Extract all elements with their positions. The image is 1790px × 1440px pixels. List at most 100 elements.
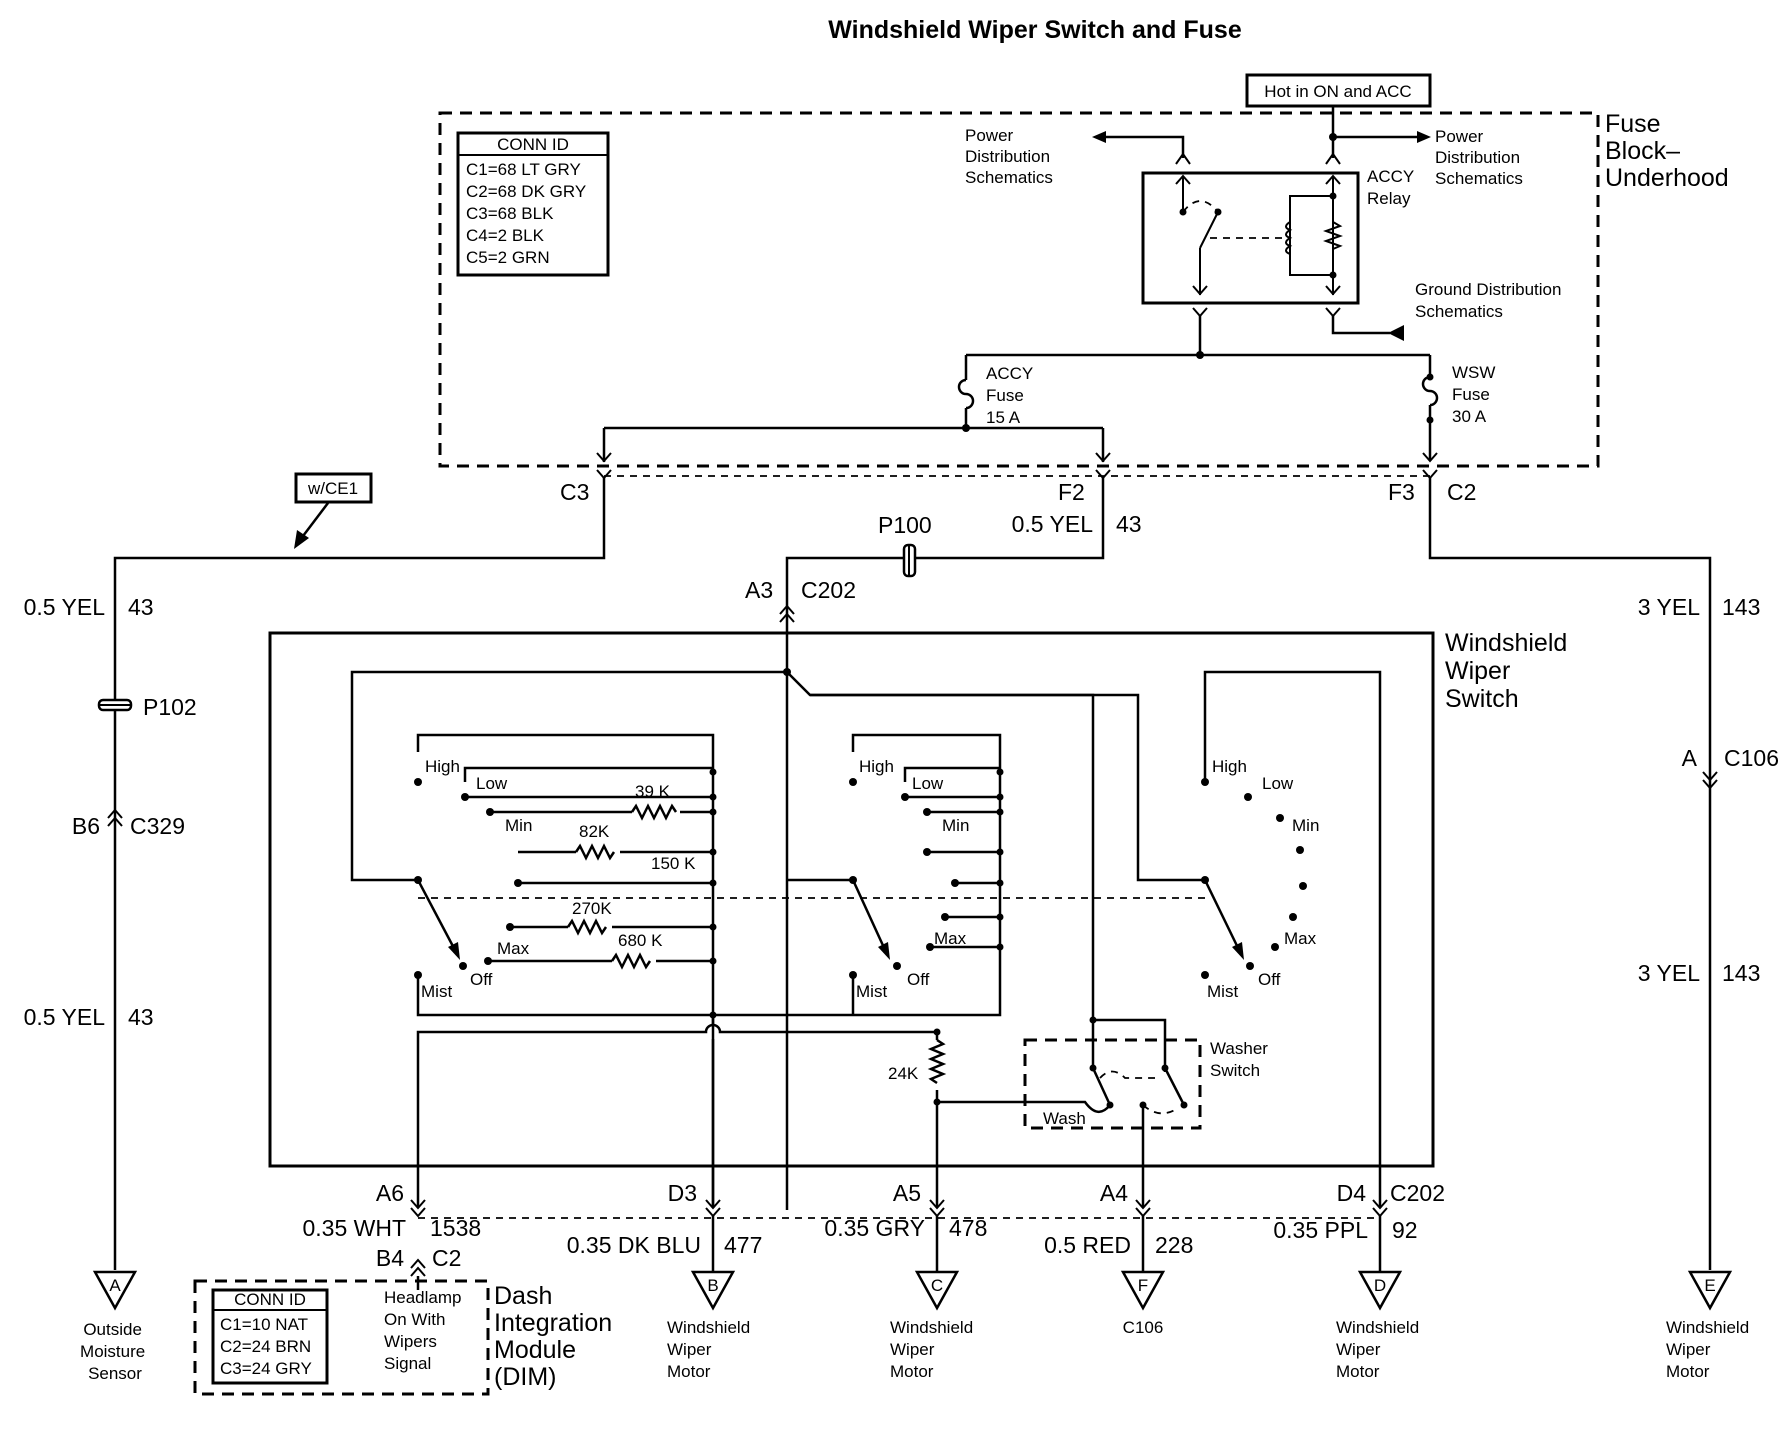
- washer-switch-label: Washer Switch: [1210, 1039, 1273, 1080]
- wire-gauge: 0.5 RED: [1044, 1232, 1131, 1258]
- connector-dim-c2: C2: [432, 1245, 461, 1271]
- fuse-block-conn-id-table: CONN ID C1=68 LT GRY C2=68 DK GRY C3=68 …: [456, 131, 610, 277]
- svg-text:C: C: [931, 1276, 943, 1295]
- f2-wire-gauge: 0.5 YEL: [1012, 511, 1094, 537]
- g2-max-label: Max: [934, 929, 967, 948]
- g1-high-label: High: [425, 757, 460, 776]
- dim-conn-line: C1=10 NAT: [220, 1315, 308, 1334]
- g2-low-label: Low: [912, 774, 944, 793]
- g2-off-label: Off: [907, 970, 930, 989]
- connector-c202-top: C202: [801, 577, 856, 603]
- g3-off-label: Off: [1258, 970, 1281, 989]
- destination-wiper-motor-c: C Windshield Wiper Motor: [890, 1270, 978, 1381]
- ground-wire: [1331, 316, 1390, 335]
- dim-conn-line: C3=24 GRY: [220, 1359, 312, 1378]
- dash-integration-module: CONN ID C1=10 NAT C2=24 BRN C3=24 GRY He…: [193, 1276, 619, 1396]
- switch-group-3: High Low Min Max Mist Off: [1201, 670, 1382, 1208]
- resistor-24k-label: 24K: [888, 1064, 919, 1083]
- connector-right-a: A: [1682, 745, 1698, 771]
- g3-max-label: Max: [1284, 929, 1317, 948]
- power-distribution-left-arrow: [1097, 135, 1185, 158]
- accy-relay-label: ACCY Relay: [1367, 167, 1419, 208]
- svg-text:w/CE1: w/CE1: [307, 479, 358, 498]
- wire-circuit: 1538: [430, 1215, 481, 1241]
- connector-c3: C3: [560, 479, 589, 505]
- switch-group-1: High Low Min Max Mist Off 39 K 82K 150 K…: [414, 733, 717, 1208]
- dim-name: Dash Integration Module (DIM): [494, 1282, 619, 1391]
- left-wire-gauge-bot: 0.5 YEL: [24, 1004, 106, 1030]
- accy-fuse: [957, 378, 975, 410]
- switch-group-2: High Low Min Max Mist Off: [713, 733, 1004, 1017]
- accy-relay: ACCY Relay: [1141, 152, 1419, 318]
- connector-a5: A5: [893, 1180, 921, 1206]
- switch-outline: [268, 631, 1435, 1168]
- diagram-title: Windshield Wiper Switch and Fuse: [828, 16, 1242, 44]
- g1-low-label: Low: [476, 774, 508, 793]
- resistor-82k-label: 82K: [579, 822, 610, 841]
- g3-min-label: Min: [1292, 816, 1319, 835]
- svg-text:Outside Moisture S: Outside Moisture Sensor: [80, 1320, 150, 1383]
- destination-wiper-motor-d: D Windshield Wiper Motor: [1336, 1270, 1424, 1381]
- connector-a3: A3: [745, 577, 773, 603]
- left-wire-circuit-top: 43: [128, 594, 154, 620]
- wire-circuit: 478: [949, 1215, 987, 1241]
- accy-fuse-label: ACCY Fuse 15 A: [986, 364, 1038, 427]
- g3-low-label: Low: [1262, 774, 1294, 793]
- dim-outline: [193, 1279, 490, 1396]
- svg-text:Windshield Wiper M: Windshield Wiper Motor: [890, 1318, 978, 1381]
- connector-c2: C2: [1447, 479, 1476, 505]
- g3-mist-label: Mist: [1207, 982, 1238, 1001]
- connector-f2: F2: [1058, 479, 1085, 505]
- wire-gauge: 0.35 PPL: [1273, 1217, 1368, 1243]
- option-w-ce1: w/CE1: [294, 472, 373, 549]
- g2-high-label: High: [859, 757, 894, 776]
- splice-p102: P102: [143, 694, 197, 720]
- svg-text:Windshield Wiper M: Windshield Wiper Motor: [1336, 1318, 1424, 1381]
- connector-c106: C106: [1724, 745, 1779, 771]
- resistor-270k-label: 270K: [572, 899, 612, 918]
- destination-c106: F C106: [1120, 1270, 1166, 1337]
- right-wire-gauge-top: 3 YEL: [1638, 594, 1700, 620]
- dim-conn-id-title: CONN ID: [234, 1290, 306, 1309]
- windshield-wiper-switch: Windshield Wiper Switch: [268, 629, 1574, 1208]
- p100-splice-symbol: [902, 543, 917, 578]
- svg-text:Windshield Wiper M: Windshield Wiper Motor: [1666, 1318, 1754, 1381]
- bottom-connector-chevrons: [410, 1199, 1388, 1277]
- hot-in-on-acc-label: Hot in ON and ACC: [1245, 73, 1432, 108]
- g1-off-label: Off: [470, 970, 493, 989]
- svg-text:C106: C106: [1123, 1318, 1164, 1337]
- connector-d4: D4: [1337, 1180, 1367, 1206]
- right-wire-circuit-bot: 143: [1722, 960, 1760, 986]
- ground-distribution-label: Ground Distribution Schematics: [1415, 280, 1566, 321]
- power-distribution-left-label: Power Distribution Schematics: [965, 126, 1055, 187]
- switch-name: Windshield Wiper Switch: [1445, 629, 1574, 713]
- connector-b4: B4: [376, 1245, 404, 1271]
- conn-id-title: CONN ID: [497, 135, 569, 154]
- destination-wiper-motor-e: E Windshield Wiper Motor: [1666, 1270, 1754, 1381]
- g1-mist-label: Mist: [421, 982, 452, 1001]
- svg-text:D: D: [1374, 1276, 1386, 1295]
- conn-id-line: C2=68 DK GRY: [466, 182, 586, 201]
- connector-c329: C329: [130, 813, 185, 839]
- g2-mist-label: Mist: [856, 982, 887, 1001]
- fuse-block-name: Fuse Block– Underhood: [1605, 110, 1729, 192]
- g1-max-label: Max: [497, 939, 530, 958]
- wire-circuit: 228: [1155, 1232, 1193, 1258]
- resistor-39k-label: 39 K: [635, 782, 671, 801]
- wire-circuit: 477: [724, 1232, 762, 1258]
- wire-gauge: 0.35 GRY: [824, 1215, 925, 1241]
- power-distribution-right-label: Power Distribution Schematics: [1435, 127, 1525, 188]
- dim-signal-label: Headlamp On With Wipers Signal: [384, 1288, 466, 1373]
- fuse-block-outline: [438, 111, 1600, 468]
- fuse-block-underhood: Fuse Block– Underhood CONN ID C1=68 LT G…: [438, 73, 1729, 468]
- resistor-680k-label: 680 K: [618, 931, 663, 950]
- splice-p100: P100: [878, 512, 932, 538]
- washer-switch: Washer Switch Wash: [1023, 1016, 1273, 1208]
- wash-label: Wash: [1043, 1109, 1086, 1128]
- destination-wiper-motor-b: B Windshield Wiper Motor: [667, 1270, 750, 1381]
- connector-a4: A4: [1100, 1180, 1128, 1206]
- svg-text:E: E: [1704, 1276, 1715, 1295]
- conn-id-line: C4=2 BLK: [466, 226, 545, 245]
